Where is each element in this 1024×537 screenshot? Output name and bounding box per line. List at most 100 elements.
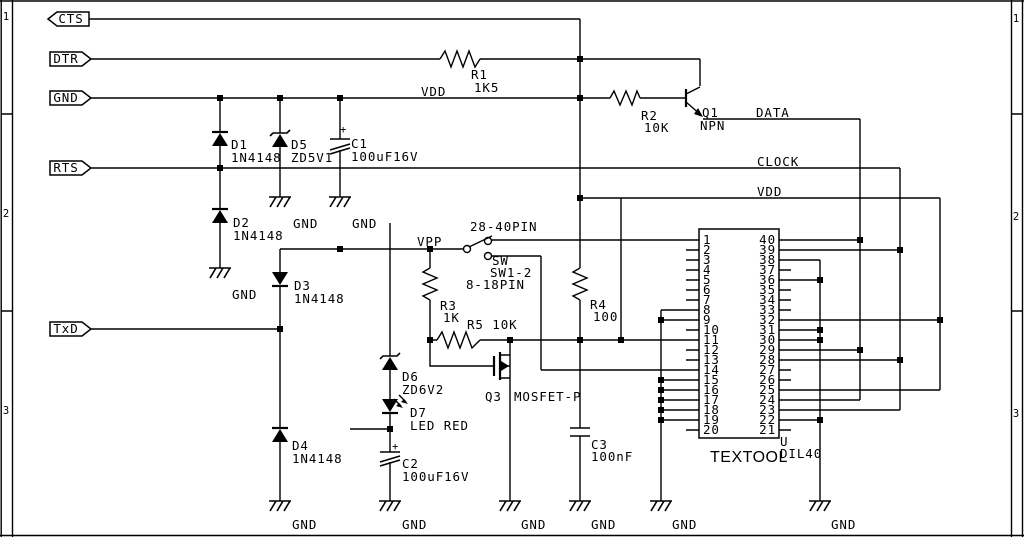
label-net-vpp: VPP xyxy=(417,234,442,249)
junction-dot xyxy=(427,337,433,343)
junction-dot xyxy=(337,95,343,101)
junction-dot xyxy=(897,357,903,363)
connector-rts xyxy=(49,160,93,176)
gnd-symbol xyxy=(269,500,291,512)
resistor-r2 xyxy=(609,89,641,107)
mosfet-q3 xyxy=(492,352,509,380)
junction-dot xyxy=(277,95,283,101)
label-c1-value: 100uF16V xyxy=(351,149,418,164)
socket-pin-number: 17 xyxy=(703,392,720,407)
socket-pin-number: 8 xyxy=(703,302,711,317)
junction-dot xyxy=(658,377,664,383)
label-d2-value: 1N4148 xyxy=(233,228,284,243)
resistor-r1 xyxy=(439,49,481,69)
junction-dot xyxy=(577,56,583,62)
labels: R1 1K5 VDD R2 10K Q1 NPN DATA CLOCK VDD … xyxy=(231,67,856,532)
junction-dot xyxy=(658,387,664,393)
label-c2-ref: C2 xyxy=(402,456,419,471)
label-r1-value: 1K5 xyxy=(474,80,499,95)
label-gnd: GND xyxy=(831,517,856,532)
label-gnd: GND xyxy=(232,287,257,302)
frame-row-label: 1 xyxy=(1013,13,1019,25)
label-d4-value: 1N4148 xyxy=(292,451,343,466)
frame-row-label: 3 xyxy=(3,405,9,417)
socket-pin-number: 40 xyxy=(759,232,776,247)
label-c2-value: 100uF16V xyxy=(402,469,469,484)
capacitor-c1: + xyxy=(329,124,351,155)
socket-pin-number: 30 xyxy=(759,332,776,347)
label-sw-ref: SW xyxy=(492,253,509,268)
socket-pin-number: 20 xyxy=(703,422,720,437)
socket-pin-number: 32 xyxy=(759,312,776,327)
connector-gnd-label: GND xyxy=(53,90,78,105)
socket-pin-number: 19 xyxy=(703,412,720,427)
label-d6-value: ZD6V2 xyxy=(402,382,444,397)
label-r4-ref: R4 xyxy=(590,297,607,312)
label-sw-pos-bottom: 8-18PIN xyxy=(466,277,525,292)
connector-txd-label: TxD xyxy=(53,321,78,336)
socket-pin-number: 26 xyxy=(759,372,776,387)
junction-dot xyxy=(577,195,583,201)
connector-rts-label: RTS xyxy=(53,160,78,175)
diode-d3 xyxy=(272,272,288,288)
socket-pin-number: 11 xyxy=(703,332,720,347)
connector-cts-label: CTS xyxy=(58,11,83,26)
junction-dots xyxy=(217,56,943,432)
socket-pin-number: 22 xyxy=(759,412,776,427)
wires xyxy=(89,18,941,501)
socket-pin-number: 6 xyxy=(703,282,711,297)
c2-plus-sign: + xyxy=(392,441,398,453)
label-d5-ref: D5 xyxy=(291,137,308,152)
diodes xyxy=(212,129,408,442)
label-d1-value: 1N4148 xyxy=(231,150,282,165)
junction-dot xyxy=(577,337,583,343)
label-u-value: DIL40 xyxy=(780,446,822,461)
frame-row-label: 1 xyxy=(3,11,9,23)
label-gnd: GND xyxy=(292,517,317,532)
junction-dot xyxy=(507,337,513,343)
resistors xyxy=(421,49,641,350)
junction-dot xyxy=(618,337,624,343)
diode-d4 xyxy=(272,426,288,442)
socket-pin-number: 35 xyxy=(759,282,776,297)
gnd-symbol xyxy=(329,196,351,208)
vpp-select-switch xyxy=(462,235,493,261)
socket-pin-number: 31 xyxy=(759,322,776,337)
resistor-r4 xyxy=(571,267,589,301)
socket-pin-number: 14 xyxy=(703,362,720,377)
socket-pin-number: 16 xyxy=(703,382,720,397)
resistor-r3 xyxy=(421,267,439,301)
label-net-data: DATA xyxy=(756,105,790,120)
socket-pin-number: 37 xyxy=(759,262,776,277)
label-r1-ref: R1 xyxy=(471,67,488,82)
socket-pin-number: 29 xyxy=(759,342,776,357)
junction-dot xyxy=(427,246,433,252)
gnd-symbol xyxy=(209,267,231,279)
label-sw-pos-top: 28-40PIN xyxy=(470,219,537,234)
capacitor-c3 xyxy=(570,427,590,437)
socket-pin-number: 5 xyxy=(703,272,711,287)
diode-d2 xyxy=(212,207,228,223)
label-q3-ref: Q3 xyxy=(485,389,502,404)
junction-dot xyxy=(817,327,823,333)
frame-row-label: 2 xyxy=(3,208,9,220)
c1-plus-sign: + xyxy=(340,124,346,136)
capacitors: + + xyxy=(329,124,590,467)
socket-pin-number: 36 xyxy=(759,272,776,287)
label-d3-value: 1N4148 xyxy=(294,291,345,306)
transistor-q1 xyxy=(684,86,703,117)
label-net-vdd: VDD xyxy=(757,184,782,199)
socket-pin-number: 24 xyxy=(759,392,776,407)
junction-dot xyxy=(817,277,823,283)
socket-pin-number: 27 xyxy=(759,362,776,377)
label-c3-value: 100nF xyxy=(591,449,633,464)
zener-d6 xyxy=(379,352,401,370)
led-d7 xyxy=(382,394,408,415)
junction-dot xyxy=(817,417,823,423)
label-gnd: GND xyxy=(352,216,377,231)
socket-pin-number: 33 xyxy=(759,302,776,317)
connector-gnd xyxy=(49,90,93,106)
connector-dtr-label: DTR xyxy=(53,51,78,66)
